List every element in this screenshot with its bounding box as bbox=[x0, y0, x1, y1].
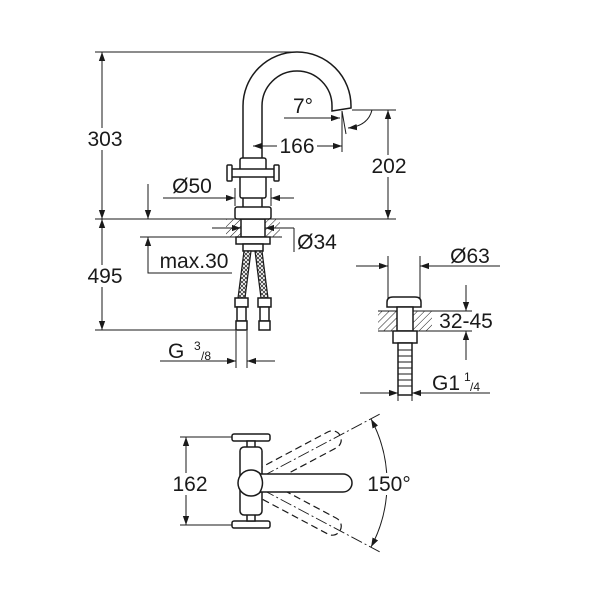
waste-body bbox=[396, 306, 414, 332]
angle-leader-right bbox=[347, 109, 373, 131]
handle-cap-right bbox=[273, 164, 280, 182]
waste-deck-hatch-left bbox=[378, 311, 397, 331]
label-shank-diameter: Ø34 bbox=[297, 231, 337, 254]
thread-denominator: /4 bbox=[470, 380, 480, 394]
fitting-left-nut bbox=[234, 297, 249, 308]
connection-denominator: /8 bbox=[201, 349, 211, 363]
fitting-left-body bbox=[236, 306, 247, 322]
connection-numerator: 3 bbox=[194, 339, 201, 353]
fitting-right-nut bbox=[257, 297, 272, 308]
label-cap-diameter: Ø63 bbox=[450, 245, 490, 268]
thread-numerator: 1 bbox=[464, 370, 471, 384]
waste-tailpipe bbox=[397, 342, 413, 396]
swivel-centerline-lower bbox=[262, 489, 381, 553]
spout-swivel-position-upper bbox=[256, 430, 342, 487]
label-depth: 162 bbox=[172, 473, 207, 496]
threaded-stub bbox=[242, 243, 264, 252]
handle-body bbox=[239, 157, 267, 199]
side-view: 303 495 7° 166 202 Ø50 max.30 bbox=[84, 51, 410, 368]
label-height-above-deck: 303 bbox=[87, 128, 122, 151]
waste-nut bbox=[392, 330, 418, 344]
waste-deck-hatch-right bbox=[413, 311, 432, 331]
hose-right bbox=[254, 250, 269, 299]
spout-plan bbox=[258, 473, 353, 493]
mounting-nut bbox=[235, 236, 271, 245]
label-height-below-deck: 495 bbox=[87, 265, 122, 288]
fitting-right-end bbox=[258, 320, 271, 331]
hose-left bbox=[237, 250, 252, 299]
fitting-left-end bbox=[235, 320, 248, 331]
waste-thread-lines bbox=[398, 349, 412, 387]
pop-up-waste: Ø63 32-45 G1 1 /4 bbox=[356, 245, 500, 401]
label-hose-connection: G 3 /8 bbox=[168, 332, 211, 363]
label-outlet-angle: 7° bbox=[293, 95, 313, 118]
label-waste-thread: G1 1 /4 bbox=[432, 363, 480, 395]
label-deck-thickness-range: 32-45 bbox=[439, 310, 493, 333]
handle-arm bbox=[229, 168, 277, 178]
label-swivel-range: 150° bbox=[367, 473, 410, 496]
label-max-deck-thickness: max.30 bbox=[160, 250, 229, 273]
fitting-right-body bbox=[259, 306, 270, 322]
deck-thickness-arrow-bottom bbox=[144, 237, 232, 274]
outlet-angle-line bbox=[341, 110, 347, 135]
base-flange bbox=[234, 206, 272, 220]
label-spout-reach: 166 bbox=[279, 135, 314, 158]
swivel-centerline-upper bbox=[262, 413, 381, 477]
spout-swivel-position-lower bbox=[256, 479, 342, 536]
label-outlet-height: 202 bbox=[371, 155, 406, 178]
plan-handle-bottom bbox=[231, 520, 271, 529]
connection-thread: G bbox=[168, 340, 184, 363]
handle-cap-left bbox=[226, 164, 233, 182]
plan-view: 162 150° bbox=[170, 413, 414, 553]
shank bbox=[240, 218, 266, 238]
waste-cap bbox=[386, 296, 422, 308]
thread-size: G1 bbox=[432, 372, 460, 395]
label-base-diameter: Ø50 bbox=[172, 175, 212, 198]
plan-handle-top bbox=[231, 433, 271, 442]
